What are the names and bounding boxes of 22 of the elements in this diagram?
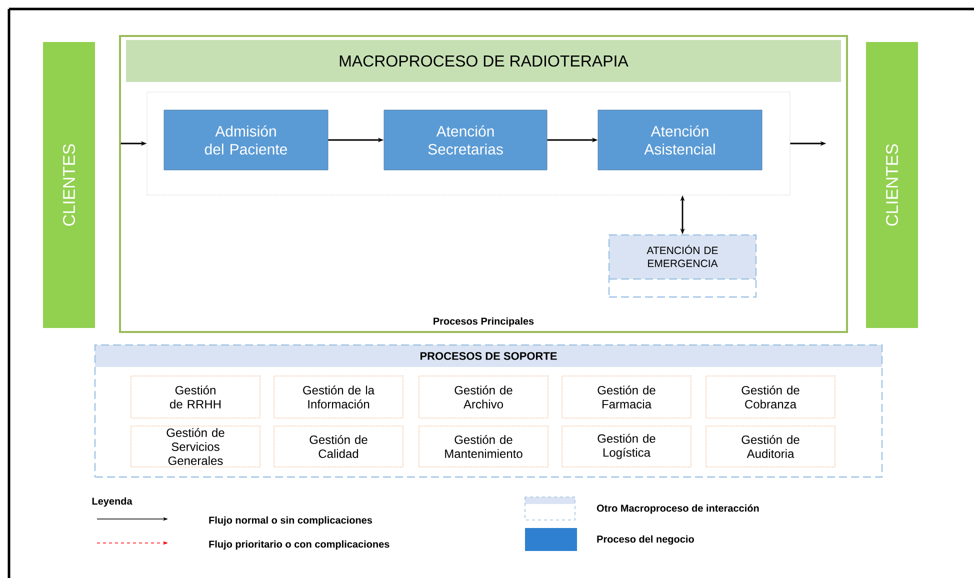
- clients-bar: CLIENTES: [866, 42, 918, 328]
- legend-title: Leyenda: [92, 497, 132, 507]
- process-box: Gestión de la Información: [274, 376, 404, 418]
- process-box: Gestión de Auditoria: [706, 426, 836, 468]
- clients-bar: CLIENTES: [43, 42, 95, 328]
- process-box: Gestión de RRHH: [130, 376, 260, 418]
- legend-label: Otro Macroproceso de interacción: [596, 504, 759, 514]
- process-box: Atención Asistencial: [598, 110, 762, 170]
- legend-label: Flujo normal o sin complicaciones: [209, 516, 372, 526]
- legend-label: Flujo prioritario o con complicaciones: [209, 540, 390, 550]
- process-box: Gestión de Mantenimiento: [418, 426, 548, 468]
- process-box: Gestión de Farmacia: [562, 376, 692, 418]
- process-box: Gestión de Servicios Generales: [130, 426, 260, 468]
- process-box: Gestión de Logística: [562, 426, 692, 468]
- process-box: Gestión de Archivo: [418, 376, 548, 418]
- process-box: Atención Secretarias: [384, 110, 548, 170]
- dashed-process-box: ATENCIÓN DE EMERGENCIA: [608, 234, 757, 298]
- process-box: Gestión de Calidad: [274, 426, 404, 468]
- legend-label: Proceso del negocio: [597, 535, 694, 545]
- process-box: Admisión del Paciente: [164, 110, 328, 170]
- dotted-group-box: [146, 92, 790, 196]
- process-box: Gestión de Cobranza: [706, 376, 836, 418]
